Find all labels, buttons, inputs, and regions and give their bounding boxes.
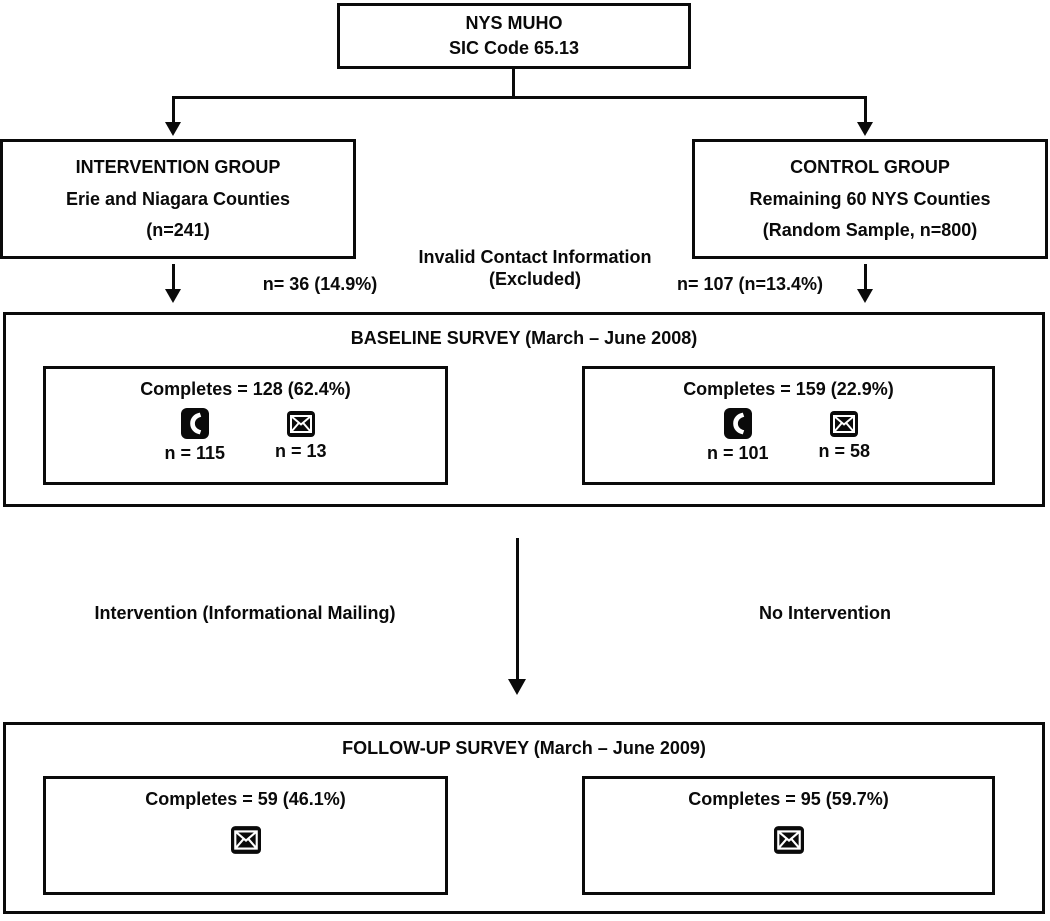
baseline-intervention-completes: Completes = 128 (62.4%) bbox=[140, 379, 351, 399]
intervention-group-sample: (n=241) bbox=[146, 220, 210, 241]
baseline-control-phone-mode: n = 101 bbox=[707, 408, 769, 464]
followup-intervention-box: Completes = 59 (46.1%) bbox=[43, 776, 448, 895]
control-group-title: CONTROL GROUP bbox=[790, 156, 950, 177]
arrowhead-to-control-group bbox=[857, 122, 873, 136]
baseline-control-phone-n: n = 101 bbox=[706, 443, 769, 463]
root-box: NYS MUHO SIC Code 65.13 bbox=[337, 3, 691, 69]
connector-right-drop-line bbox=[864, 96, 867, 123]
baseline-intervention-mail-n: n = 13 bbox=[275, 440, 327, 461]
excluded-control-n: n= 107 (n=13.4%) bbox=[676, 274, 824, 294]
phone-icon bbox=[180, 408, 209, 439]
baseline-intervention-phone-n: n = 115 bbox=[164, 443, 226, 463]
connector-left-drop-line bbox=[172, 96, 175, 123]
mail-icon bbox=[230, 826, 261, 854]
connector-root-stub-line bbox=[512, 68, 515, 97]
baseline-intervention-box: Completes = 128 (62.4%) n = 115 n = 13 bbox=[43, 366, 448, 485]
connector-branch-line bbox=[172, 96, 867, 99]
followup-control-box: Completes = 95 (59.7%) bbox=[582, 776, 995, 895]
followup-intervention-completes: Completes = 59 (46.1%) bbox=[145, 789, 346, 809]
intervention-group-subtitle: Erie and Niagara Counties bbox=[65, 188, 291, 209]
root-box-line1: NYS MUHO bbox=[465, 13, 563, 34]
mail-icon bbox=[773, 826, 804, 854]
excluded-label-line2: (Excluded) bbox=[488, 269, 581, 289]
baseline-control-mail-n: n = 58 bbox=[818, 440, 871, 461]
arrowhead-intervention-to-baseline bbox=[165, 289, 181, 303]
phone-icon bbox=[723, 408, 752, 439]
baseline-control-box: Completes = 159 (22.9%) n = 101 n = 58 bbox=[582, 366, 995, 485]
baseline-control-completes: Completes = 159 (22.9%) bbox=[683, 379, 894, 399]
baseline-control-mail-mode: n = 58 bbox=[818, 410, 871, 462]
followup-control-completes: Completes = 95 (59.7%) bbox=[688, 789, 889, 809]
excluded-label-line1: Invalid Contact Information bbox=[418, 247, 652, 267]
followup-survey-title: FOLLOW-UP SURVEY (March – June 2009) bbox=[342, 738, 706, 758]
intervention-group-title: INTERVENTION GROUP bbox=[75, 156, 281, 177]
control-assignment-label: No Intervention bbox=[758, 603, 891, 623]
root-box-line2: SIC Code 65.13 bbox=[448, 37, 580, 58]
intervention-assignment-label: Intervention (Informational Mailing) bbox=[94, 603, 396, 623]
excluded-intervention-n: n= 36 (14.9%) bbox=[262, 274, 378, 294]
control-group-subtitle: Remaining 60 NYS Counties bbox=[749, 188, 991, 209]
control-group-sample: (Random Sample, n=800) bbox=[762, 220, 978, 241]
arrowhead-control-to-baseline bbox=[857, 289, 873, 303]
excluded-label: Invalid Contact Information (Excluded) bbox=[395, 246, 675, 290]
intervention-group-box: INTERVENTION GROUP Erie and Niagara Coun… bbox=[0, 139, 356, 259]
baseline-to-followup-line bbox=[516, 538, 519, 679]
baseline-intervention-mail-mode: n = 13 bbox=[275, 410, 327, 462]
intervention-to-baseline-line bbox=[172, 264, 175, 290]
mail-icon bbox=[286, 410, 315, 437]
arrowhead-to-intervention-group bbox=[165, 122, 181, 136]
baseline-survey-title: BASELINE SURVEY (March – June 2008) bbox=[350, 328, 698, 348]
mail-icon bbox=[830, 410, 859, 437]
control-group-box: CONTROL GROUP Remaining 60 NYS Counties … bbox=[692, 139, 1048, 259]
arrowhead-baseline-to-followup bbox=[508, 679, 526, 695]
control-to-baseline-line bbox=[864, 264, 867, 290]
baseline-intervention-phone-mode: n = 115 bbox=[164, 408, 225, 464]
